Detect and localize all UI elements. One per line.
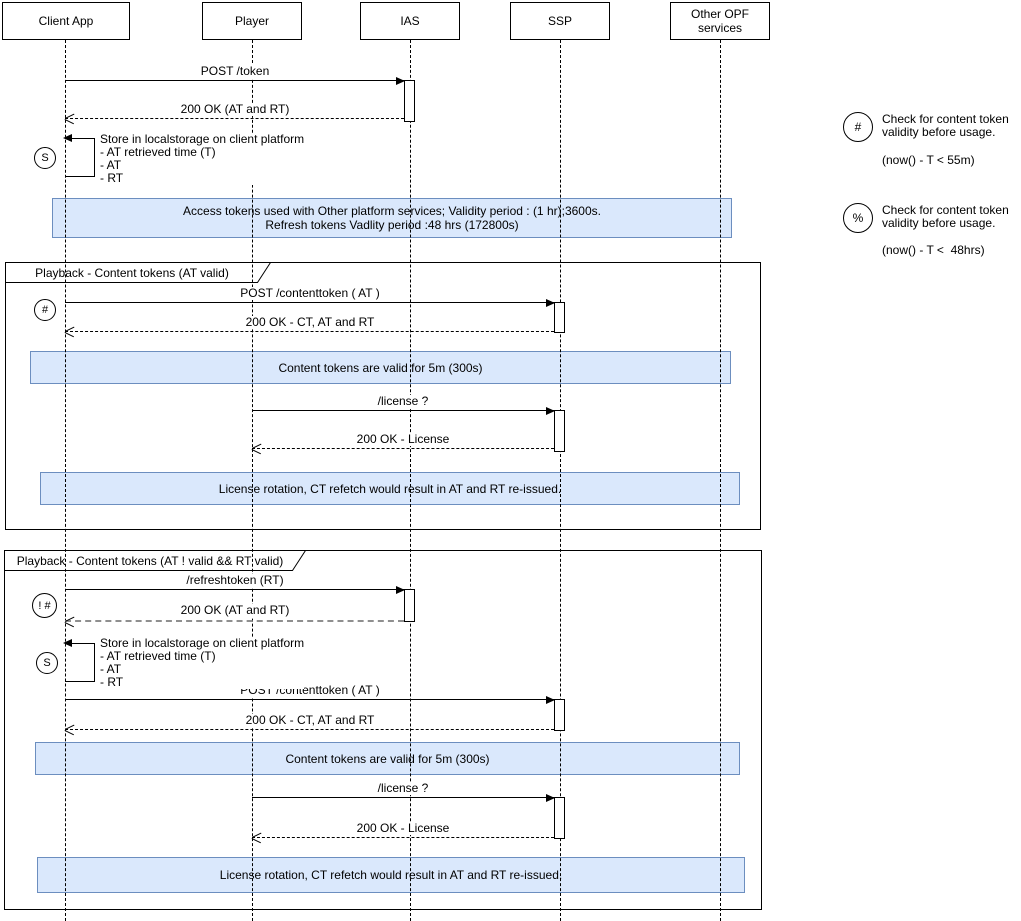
actor-player: Player <box>202 2 302 40</box>
label-return-contenttoken-2: 200 OK - CT, AT and RT <box>243 713 377 727</box>
activation-ssp-license-1 <box>554 410 565 452</box>
note-content-tokens-valid-1: Content tokens are valid for 5m (300s) <box>30 351 731 384</box>
marker-s-1: S <box>34 147 56 169</box>
legend-hash-formula: (now() - T < 55m) <box>882 153 975 167</box>
marker-not-hash: ! # <box>32 593 57 618</box>
actor-client-app: Client App <box>2 2 130 40</box>
marker-hash: # <box>34 299 56 321</box>
activation-ssp-contenttoken-2 <box>554 699 565 731</box>
activation-ssp-license-2 <box>554 797 565 839</box>
frame-title: Playback - Content tokens (AT ! valid &&… <box>16 554 284 568</box>
lifeline-ssp <box>560 40 561 921</box>
return-contenttoken-2 <box>65 729 554 730</box>
lifeline-client-app <box>65 40 66 921</box>
arrow-post-contenttoken-2 <box>65 696 555 704</box>
note-content-tokens-valid-2: Content tokens are valid for 5m (300s) <box>35 742 740 775</box>
label-post-token: POST /token <box>198 64 272 78</box>
label-return-license-1: 200 OK - License <box>354 432 452 446</box>
label-refreshtoken: /refreshtoken (RT) <box>184 573 286 587</box>
return-license-1 <box>252 448 554 449</box>
lifeline-player <box>252 40 253 921</box>
self-message-store-2-text: Store in localstorage on client platform… <box>100 636 305 689</box>
actor-ias: IAS <box>360 2 460 40</box>
arrow-license-1 <box>252 407 555 415</box>
legend-percent-icon: % <box>843 203 873 233</box>
label-return-refreshtoken: 200 OK (AT and RT) <box>178 603 292 617</box>
frame-title: Playback - Content tokens (AT valid) <box>35 266 229 280</box>
label-return-contenttoken-1: 200 OK - CT, AT and RT <box>243 315 377 329</box>
note-license-rotation-1: License rotation, CT refetch would resul… <box>40 472 740 505</box>
frame-playback-at-invalid: Playback - Content tokens (AT ! valid &&… <box>4 550 762 910</box>
self-message-store-2 <box>63 639 95 682</box>
return-contenttoken-1 <box>65 331 554 332</box>
self-message-store-1-text: Store in localstorage on client platform… <box>100 132 305 185</box>
return-token <box>65 118 404 119</box>
activation-ias-token <box>404 80 415 122</box>
legend-percent-text: Check for content token validity before … <box>882 203 1009 230</box>
actor-ssp: SSP <box>510 2 610 40</box>
arrow-post-token <box>65 77 405 85</box>
frame-playback-at-valid: Playback - Content tokens (AT valid) <box>5 262 761 530</box>
legend-percent-formula: (now() - T < 48hrs) <box>882 243 985 257</box>
frame-label-shape <box>5 262 272 283</box>
lifeline-other-opf <box>720 40 721 921</box>
activation-ssp-contenttoken-1 <box>554 302 565 333</box>
arrow-license-2 <box>252 794 555 802</box>
label-license-1: /license ? <box>375 394 431 408</box>
label-post-contenttoken-1: POST /contenttoken ( AT ) <box>238 286 382 300</box>
return-refreshtoken <box>65 620 404 622</box>
label-license-2: /license ? <box>375 781 431 795</box>
arrow-refreshtoken <box>65 586 405 594</box>
label-return-license-2: 200 OK - License <box>354 821 452 835</box>
note-license-rotation-2: License rotation, CT refetch would resul… <box>37 857 745 893</box>
legend-hash-text: Check for content token validity before … <box>882 112 1009 139</box>
marker-s-2: S <box>36 652 58 674</box>
self-message-store-1 <box>63 134 95 177</box>
frame-label-shape <box>4 550 307 571</box>
activation-ias-refreshtoken <box>404 589 415 622</box>
arrow-post-contenttoken-1 <box>65 299 555 307</box>
actor-other-opf: Other OPF services <box>670 2 770 40</box>
return-license-2 <box>252 837 554 838</box>
lifeline-ias <box>410 40 411 921</box>
legend-hash-icon: # <box>843 112 873 142</box>
note-access-tokens: Access tokens used with Other platform s… <box>52 198 732 238</box>
label-return-token: 200 OK (AT and RT) <box>178 102 292 116</box>
